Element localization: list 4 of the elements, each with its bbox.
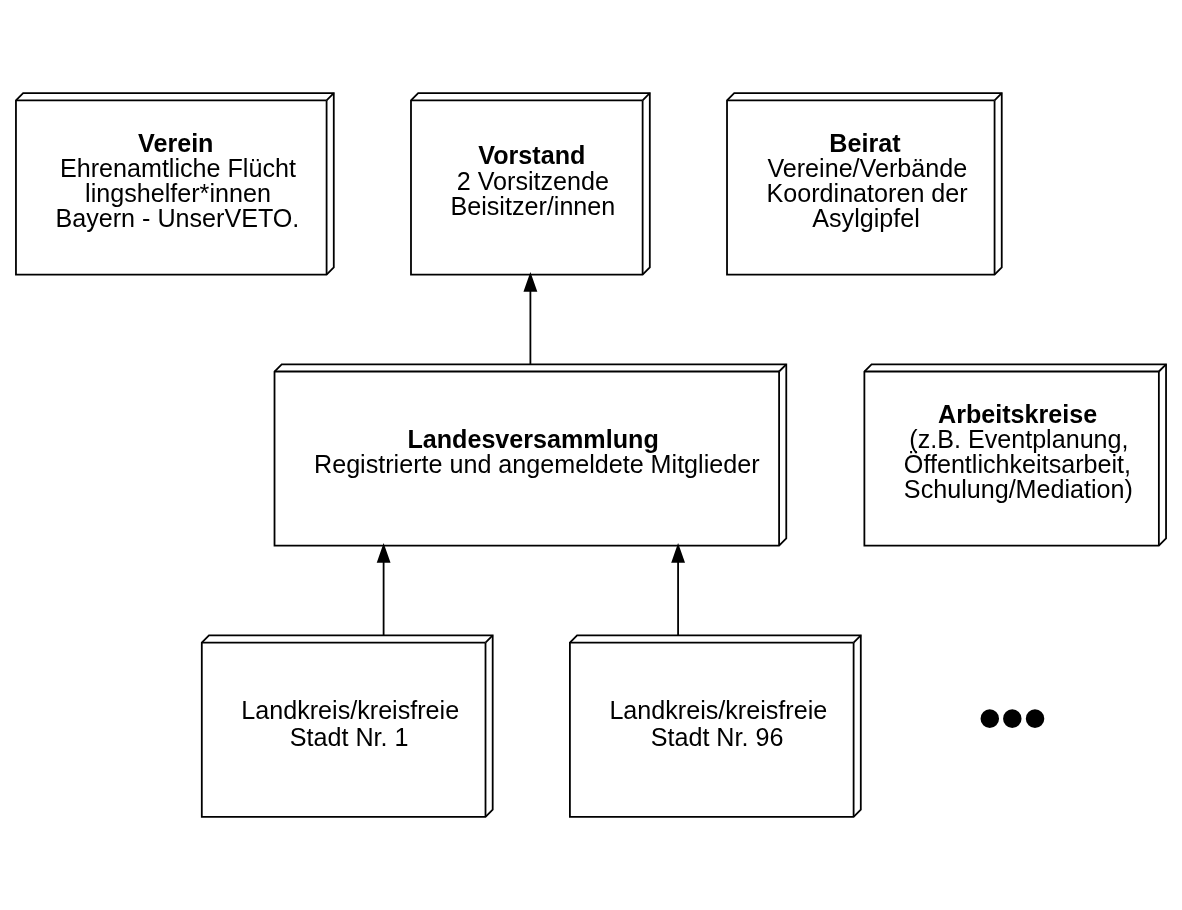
arrow — [671, 543, 685, 636]
arrow — [523, 271, 538, 365]
arrow — [376, 543, 391, 636]
label: ••• — [978, 681, 1047, 755]
